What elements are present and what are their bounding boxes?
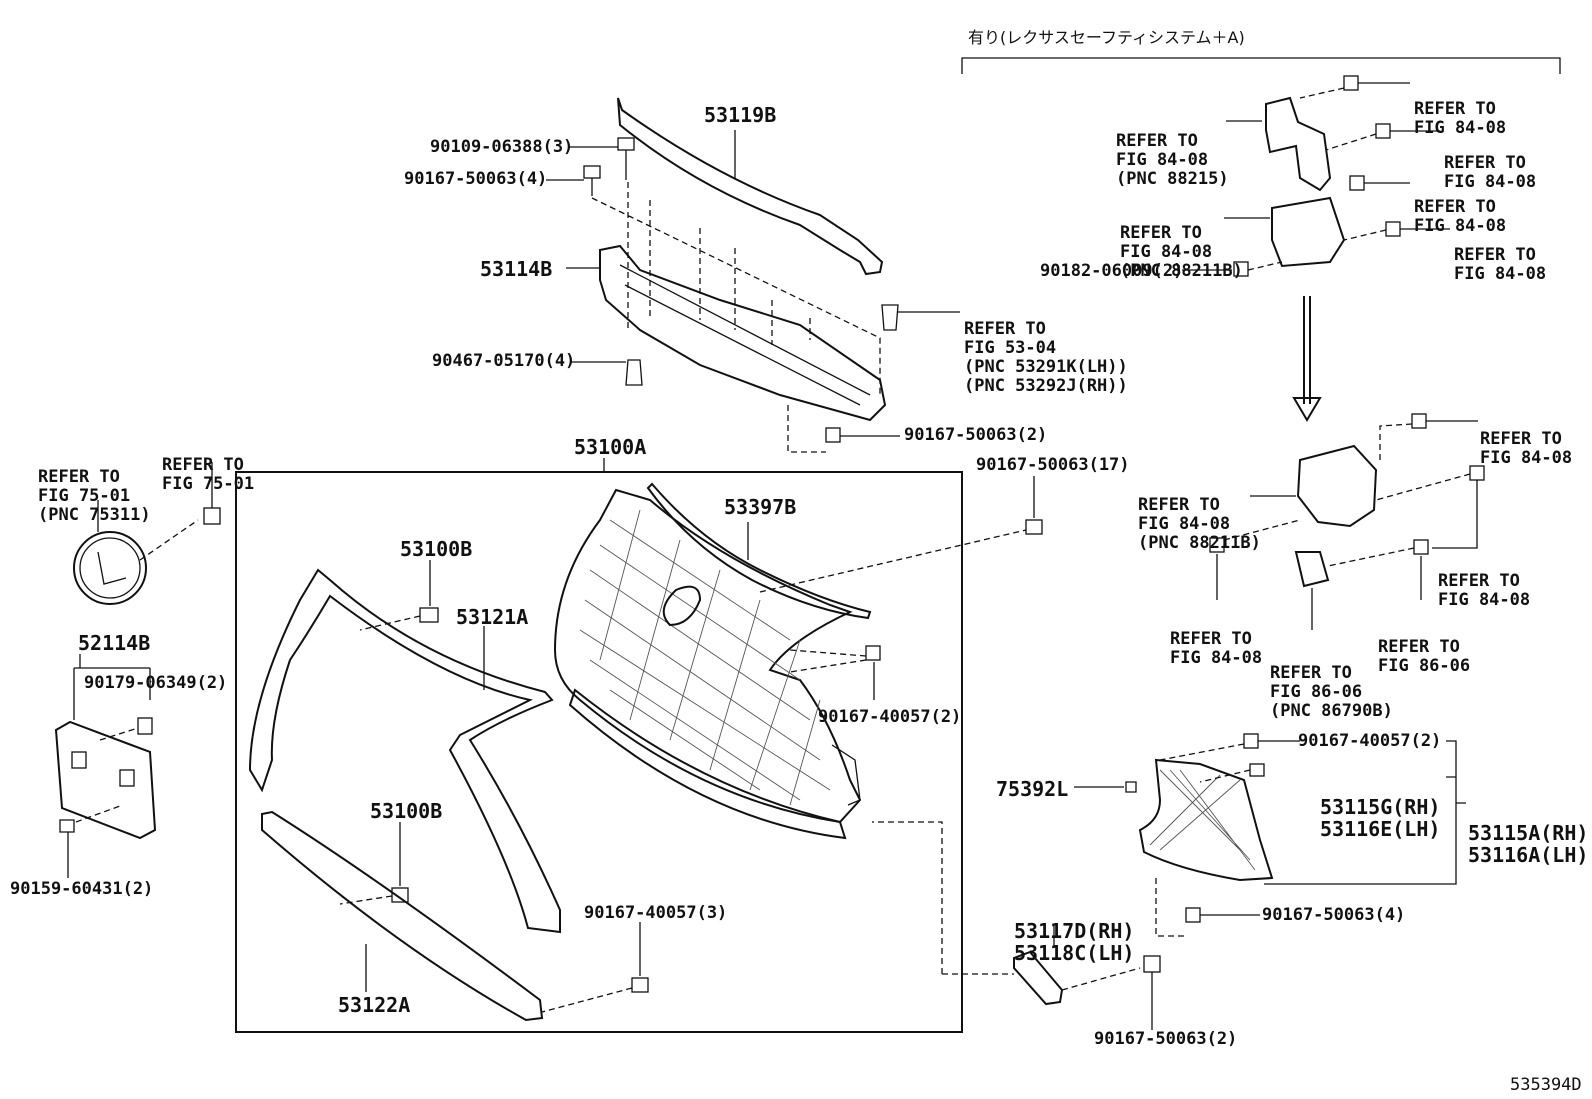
bolt-90167-40057-2 <box>789 645 881 700</box>
molding-53119B <box>617 97 884 276</box>
bolt-90167-mid <box>825 427 900 443</box>
molding-53122A <box>261 810 544 1022</box>
label-90167-50063-4-top: 90167-50063(4) <box>404 169 548 189</box>
label-53117D-53118C: 53117D(RH)53118C(LH) <box>1014 919 1135 965</box>
label-90167-50063-2-mid: 90167-50063(2) <box>904 425 1048 445</box>
clip-90467 <box>570 359 643 386</box>
label-90179-06349: 90179-06349(2) <box>84 673 228 693</box>
label-75392L: 75392L <box>996 777 1069 801</box>
label-90159-60431: 90159-60431(2) <box>10 879 154 899</box>
garnish-53117D <box>872 821 1161 1030</box>
sensor-88211B-top <box>1224 175 1450 268</box>
bolt-90109 <box>568 137 635 180</box>
cover-53114B <box>566 244 887 422</box>
label-52114B: 52114B <box>78 631 151 655</box>
grille-53100A <box>553 488 862 840</box>
label-90167-50063-2-bottom: 90167-50063(2) <box>1094 1029 1238 1049</box>
label-53100B-b: 53100B <box>370 799 443 823</box>
strip-53397B <box>646 482 872 620</box>
label-90167-40057-3: 90167-40057(3) <box>584 903 728 923</box>
label-90167-50063-4-right: 90167-50063(4) <box>1262 905 1406 925</box>
label-53100A: 53100A <box>574 435 647 459</box>
emblem-75311 <box>73 462 221 605</box>
label-53121A: 53121A <box>456 605 529 629</box>
license-bracket-52114B <box>54 654 157 878</box>
arrow-down <box>1292 296 1322 422</box>
japanese-note: 有り(レクサスセーフティシステム＋A) <box>968 28 1245 47</box>
connector-86790B <box>1294 539 1429 630</box>
nut-90182 <box>1182 261 1283 277</box>
label-53397B: 53397B <box>724 495 797 519</box>
label-53122A: 53122A <box>338 993 411 1017</box>
sensor-88211B-bottom <box>1209 413 1485 600</box>
clip-53100B-b <box>339 822 409 905</box>
garnish-53115A <box>1074 733 1466 937</box>
diagram-id: 535394D <box>1510 1075 1582 1095</box>
label-90167-50063-17: 90167-50063(17) <box>976 455 1130 475</box>
clip-53291K <box>881 304 960 331</box>
label-53100B-a: 53100B <box>400 537 473 561</box>
label-90467-05170: 90467-05170(4) <box>432 351 576 371</box>
label-53115G-53116E: 53115G(RH)53116E(LH) <box>1320 795 1441 841</box>
label-53115A-53116A: 53115A(RH)53116A(LH) <box>1468 821 1589 867</box>
assembly-box-53100A <box>235 471 963 1033</box>
label-90182-06009: 90182-06009(2) <box>1040 261 1184 281</box>
label-90167-40057-2-right: 90167-40057(2) <box>1298 731 1442 751</box>
clip-53100B-a <box>359 560 439 631</box>
label-53119B: 53119B <box>704 103 777 127</box>
bolt-90167-40057-3 <box>541 922 649 1013</box>
bolt-90167-top <box>546 165 601 196</box>
frame-53121A <box>248 568 561 934</box>
sensor-bracket-88215 <box>1226 75 1440 192</box>
label-90109-06388: 90109-06388(3) <box>430 137 574 157</box>
bolt-90167-17 <box>1025 476 1043 535</box>
option-bracket <box>961 57 1561 74</box>
label-90167-40057-2: 90167-40057(2) <box>818 707 962 727</box>
label-53114B: 53114B <box>480 257 553 281</box>
